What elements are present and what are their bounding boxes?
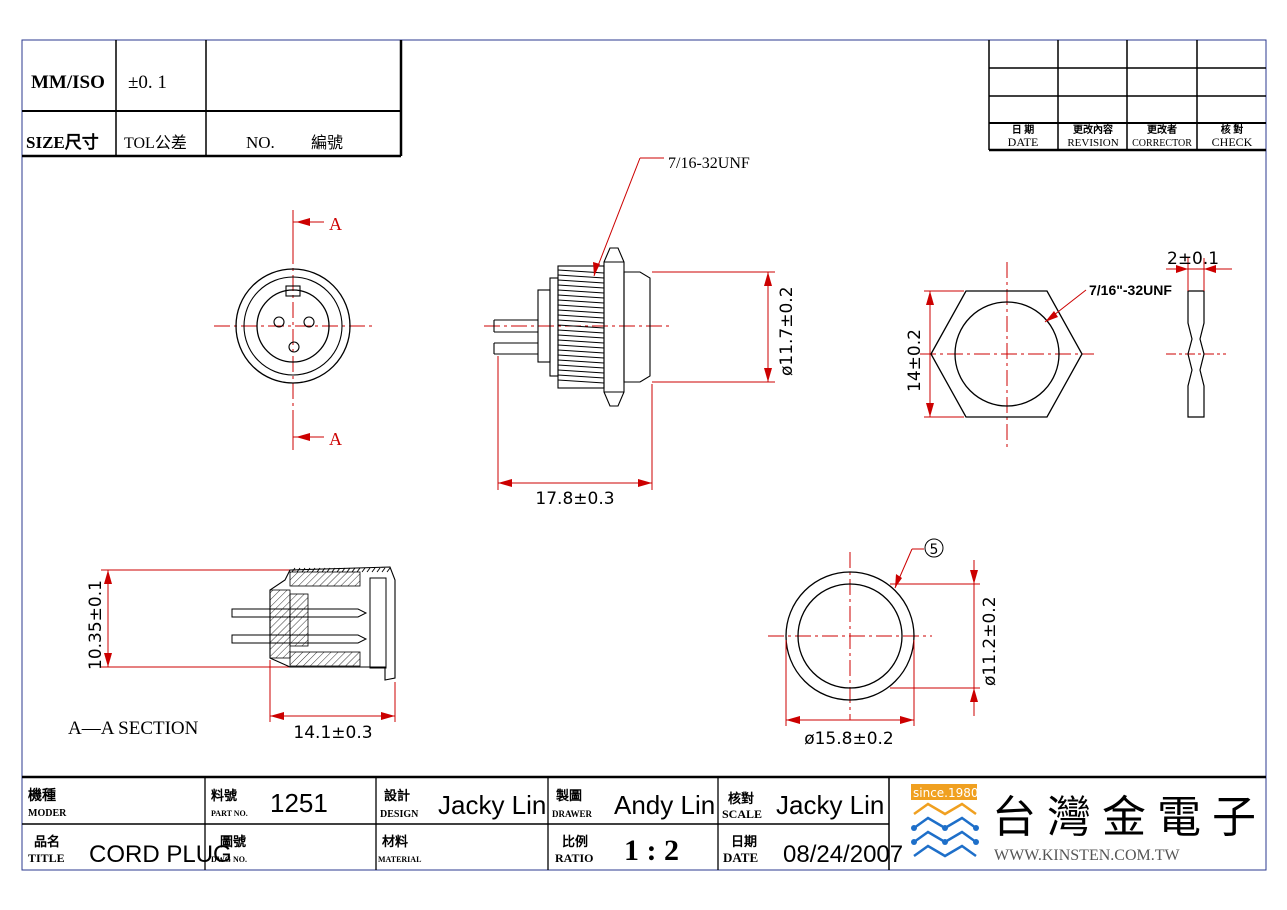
tb-title-en: TITLE: [28, 851, 65, 865]
rev-revision-label: REVISION: [1067, 137, 1118, 149]
tol-label: TOL公差: [124, 134, 187, 152]
tb-material-en: MATERIAL: [378, 855, 421, 864]
side-view: [484, 247, 672, 407]
rev-date-label: DATE: [1008, 135, 1039, 149]
tb-title-cn: 品名: [34, 834, 60, 849]
section-marker-top: A: [329, 214, 342, 234]
company-url: WWW.KINSTEN.COM.TW: [994, 847, 1181, 864]
rev-revision-cn: 更改內容: [1073, 123, 1113, 136]
no-label: NO.: [246, 133, 275, 152]
dim-10-35: 10.35±0.1: [86, 580, 106, 670]
size-label: SIZE尺寸: [26, 132, 99, 152]
hex-thread-callout: 7/16"-32UNF: [1089, 282, 1172, 298]
tb-check-cn: 核對: [728, 791, 754, 806]
tb-scale-en: SCALE: [722, 807, 762, 821]
revision-table: [988, 40, 1266, 152]
tb-title: CORD PLUG: [89, 841, 232, 868]
rev-corrector-label: CORRECTOR: [1132, 138, 1192, 149]
logo-since: since.1980: [913, 786, 979, 800]
tb-ratio-cn: 比例: [562, 834, 588, 849]
tb-date-en: DATE: [723, 850, 758, 865]
tb-drawer-cn: 製圖: [555, 788, 582, 803]
tb-material-cn: 材料: [382, 834, 408, 849]
dim-14-1: 14.1±0.3: [293, 723, 372, 743]
hex-nut-profile: [1166, 258, 1232, 418]
dim-11-2: ø11.2±0.2: [980, 596, 1000, 686]
tb-drawer: Andy Lin: [614, 790, 715, 820]
tb-ratio-en: RATIO: [555, 851, 593, 865]
tb-part-no-cn: 料號: [211, 788, 237, 803]
section-view: [101, 566, 396, 722]
tolerance-value: ±0. 1: [128, 72, 167, 93]
tb-model-en: MODER: [28, 808, 67, 819]
dim-2: 2±0.1: [1167, 249, 1219, 269]
tb-design-cn: 設計: [384, 788, 410, 803]
tb-ratio: 1 : 2: [624, 834, 679, 867]
unit-label: MM/ISO: [31, 72, 105, 93]
tb-checker: Jacky Lin: [776, 790, 884, 820]
washer-view: [768, 538, 980, 726]
dim-11-7: ø11.7±0.2: [777, 286, 797, 376]
section-title: A—A SECTION: [68, 718, 199, 739]
dim-14: 14±0.2: [905, 329, 925, 392]
kinsten-logo: since.1980: [911, 784, 979, 858]
dim-15-8: ø15.8±0.2: [804, 729, 894, 749]
company-name: 台 灣 金 電 子: [992, 793, 1256, 842]
rev-check-label: CHECK: [1212, 135, 1253, 149]
size-tolerance-table: [22, 40, 403, 158]
item-balloon-5: 5: [930, 542, 939, 558]
sheet-border: [21, 39, 1267, 871]
rev-check-cn: 核 對: [1221, 123, 1244, 136]
title-block-grid: [22, 775, 1266, 870]
tb-date: 08/24/2007: [783, 841, 903, 868]
tb-design-en: DESIGN: [380, 809, 419, 820]
tb-dwg-en: DWG NO.: [211, 855, 247, 864]
section-marker-bottom: A: [329, 429, 342, 449]
hex-nut-view: [920, 262, 1094, 448]
tb-date-cn: 日期: [731, 834, 757, 849]
thread-callout: 7/16-32UNF: [668, 155, 750, 172]
front-view: [214, 210, 372, 450]
rev-date-cn: 日 期: [1012, 123, 1035, 136]
dim-17-8: 17.8±0.3: [535, 489, 614, 509]
tb-drawer-en: DRAWER: [552, 809, 593, 819]
rev-corrector-cn: 更改者: [1147, 123, 1177, 136]
tb-dwg-cn: 圖號: [220, 834, 246, 849]
tb-model-cn: 機種: [28, 787, 56, 804]
tb-part-no: 1251: [270, 788, 328, 818]
tb-part-no-en: PART NO.: [211, 809, 248, 818]
tb-designer: Jacky Lin: [438, 790, 546, 820]
no-label-cn: 編號: [311, 134, 343, 152]
side-view-dimensions: [497, 157, 775, 490]
